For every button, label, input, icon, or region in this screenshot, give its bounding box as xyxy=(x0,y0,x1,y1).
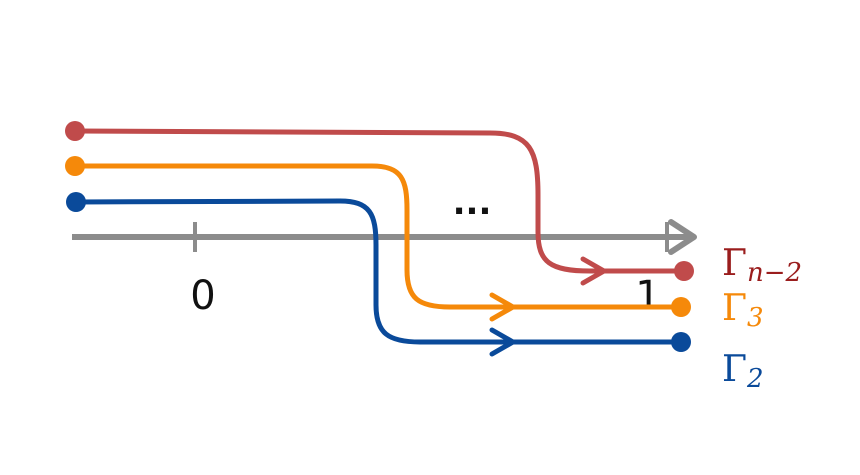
label-subscript: n−2 xyxy=(747,258,802,288)
label-gamma: Γ xyxy=(722,243,747,284)
start-dot xyxy=(65,121,85,141)
end-dot xyxy=(671,332,691,352)
curve-label: Γ2 xyxy=(722,349,764,394)
curve-path xyxy=(73,198,684,345)
arrow-chevron xyxy=(580,256,607,286)
label-gamma: Γ xyxy=(722,349,747,390)
start-dot xyxy=(65,156,85,176)
tick-label-0: 0 xyxy=(190,273,215,319)
curve-gamma-n-2: Γn−2 xyxy=(65,121,802,288)
curve-gamma-2: Γ2 xyxy=(66,192,764,394)
curve-label: Γ3 xyxy=(722,288,764,333)
end-dot xyxy=(671,297,691,317)
curve-path xyxy=(72,128,687,274)
label-subscript: 3 xyxy=(747,303,764,333)
curve-gamma-3: Γ3 xyxy=(65,156,764,333)
arrow-chevron xyxy=(489,327,516,357)
label-subscript: 2 xyxy=(746,364,764,394)
tick-label-1: 1 xyxy=(635,273,660,319)
axis-arrowhead xyxy=(668,219,697,255)
curve-path xyxy=(72,163,684,310)
ellipsis: ... xyxy=(453,183,492,223)
end-dot xyxy=(674,261,694,281)
arrow-chevron xyxy=(489,292,516,322)
start-dot xyxy=(66,192,86,212)
label-gamma: Γ xyxy=(722,288,747,329)
curve-label: Γn−2 xyxy=(722,243,802,288)
